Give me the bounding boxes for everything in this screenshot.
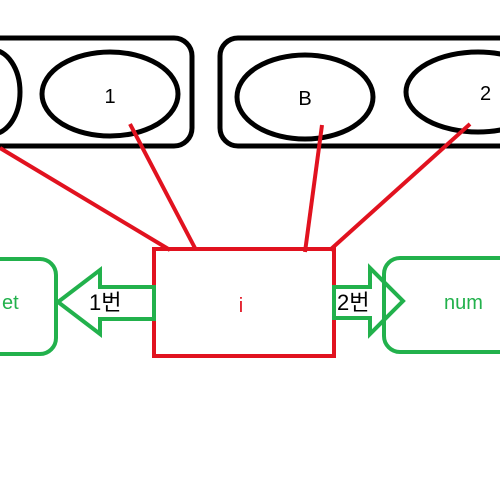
- array-strip: 1 B 2: [0, 35, 500, 149]
- right-arrow: [332, 263, 406, 339]
- left-arrow: [54, 265, 156, 339]
- partial-ellipse-left: [0, 49, 23, 135]
- connector-line-4: [328, 122, 472, 252]
- connector-line-3: [303, 124, 324, 253]
- right-box: [382, 256, 500, 354]
- left-box: [0, 257, 58, 356]
- left-container: [0, 35, 195, 149]
- left-box-label: et: [2, 292, 19, 314]
- right-box-label: num: [444, 292, 483, 314]
- right-container: [217, 35, 500, 149]
- connector-line-2: [128, 123, 198, 251]
- center-box: [152, 247, 336, 358]
- red-connectors: [0, 122, 472, 253]
- ellipse-cell-1: [39, 49, 181, 139]
- right-arrow-label: 2번: [337, 290, 369, 315]
- left-arrow-label: 1번: [89, 290, 121, 315]
- center-box-label: i: [239, 295, 243, 317]
- ellipse-cell-2: [403, 49, 500, 135]
- cell-label-1: 1: [104, 86, 115, 108]
- cell-label-b: B: [298, 88, 311, 110]
- connector-line-1: [0, 146, 172, 252]
- cell-label-2: 2: [480, 83, 491, 105]
- ellipse-cell-b: [234, 52, 376, 142]
